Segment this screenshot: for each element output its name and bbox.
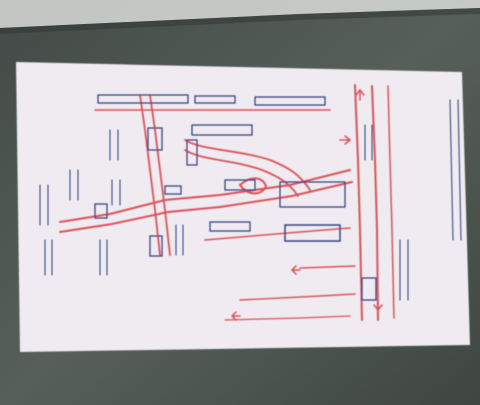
- paper-sheet: [16, 62, 470, 352]
- map-drawing: [39, 84, 462, 321]
- top-paper-shadow: [0, 8, 480, 34]
- top-paper-edge: [0, 0, 480, 28]
